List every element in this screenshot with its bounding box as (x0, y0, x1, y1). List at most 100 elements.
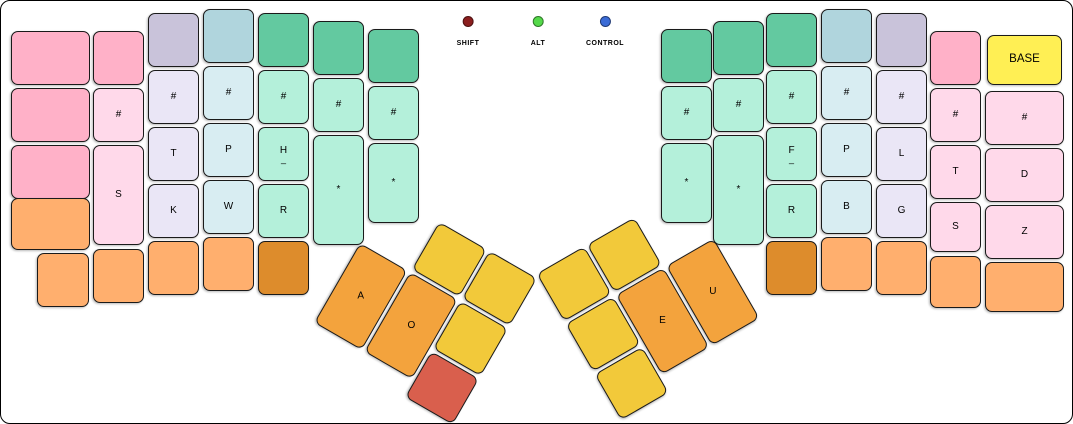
key-label: P (843, 144, 850, 155)
key-p[interactable]: P (203, 123, 254, 177)
key-label: # (335, 99, 342, 110)
key-blank[interactable] (148, 241, 199, 295)
key-label: * (684, 177, 689, 188)
key-label: # (683, 107, 690, 118)
key-label: # (788, 91, 795, 102)
key-w[interactable]: W (203, 180, 254, 234)
key-blank[interactable] (37, 253, 89, 307)
key-label: # (225, 87, 232, 98)
key-blank[interactable] (368, 29, 419, 83)
key-blank[interactable] (821, 9, 872, 63)
key-hash[interactable]: # (313, 78, 364, 132)
key-k[interactable]: K (148, 184, 199, 238)
key-f[interactable]: F_ (766, 127, 817, 181)
key-blank[interactable] (93, 31, 144, 85)
key-blank[interactable] (661, 29, 712, 83)
key-hash[interactable]: # (258, 70, 309, 124)
key-hash[interactable]: # (821, 66, 872, 120)
key-label: O (407, 319, 415, 331)
key-base[interactable]: BASE (987, 35, 1062, 85)
key-label: H_ (279, 144, 288, 164)
key-label: L (898, 148, 905, 159)
indicator-alt: ALT (531, 16, 546, 47)
key-label: T (952, 166, 959, 177)
key-blank[interactable] (148, 13, 199, 67)
key-blank[interactable] (766, 241, 817, 295)
key-blank[interactable] (258, 13, 309, 67)
key-g[interactable]: G (876, 184, 927, 238)
key-label: K (170, 205, 177, 216)
key-hash[interactable]: # (368, 86, 419, 140)
key-blank[interactable] (313, 21, 364, 75)
indicator-control: CONTROL (586, 16, 624, 47)
key-blank[interactable] (11, 31, 90, 85)
key-hash[interactable]: # (985, 91, 1064, 145)
key-blank[interactable] (11, 198, 90, 250)
key-blank[interactable] (258, 241, 309, 295)
shift-indicator-label: SHIFT (456, 40, 480, 47)
key-blank[interactable] (713, 21, 764, 75)
key-hash[interactable]: # (661, 86, 712, 140)
key-blank[interactable] (876, 13, 927, 67)
key-t[interactable]: T (148, 127, 199, 181)
key-label: # (390, 107, 397, 118)
key-label: # (735, 99, 742, 110)
key-label: A (357, 290, 365, 302)
key-blank[interactable] (766, 13, 817, 67)
key-blank[interactable] (203, 237, 254, 291)
key-label: S (115, 189, 122, 200)
key-blank[interactable] (821, 237, 872, 291)
key-t[interactable]: T (930, 145, 981, 199)
alt-indicator-label: ALT (530, 40, 546, 47)
key-label: # (898, 91, 905, 102)
indicator-shift: SHIFT (457, 16, 480, 47)
key-star[interactable]: * (313, 135, 364, 245)
key-s[interactable]: S (93, 145, 144, 245)
key-blank[interactable] (93, 249, 144, 303)
key-blank[interactable] (930, 31, 981, 85)
key-label: R (279, 205, 288, 216)
key-label: U (709, 286, 717, 298)
key-blank[interactable] (876, 241, 927, 295)
key-z[interactable]: Z (985, 205, 1064, 259)
key-blank[interactable] (930, 256, 981, 308)
key-label: B (843, 201, 850, 212)
key-label: BASE (1009, 53, 1040, 66)
key-hash[interactable]: # (876, 70, 927, 124)
key-d[interactable]: D (985, 148, 1064, 202)
key-hash[interactable]: # (93, 88, 144, 142)
control-indicator-dot (599, 16, 611, 27)
key-b[interactable]: B (821, 180, 872, 234)
key-hash[interactable]: # (713, 78, 764, 132)
key-label: Z (1021, 226, 1028, 237)
control-indicator-label: CONTROL (585, 40, 625, 47)
key-blank[interactable] (11, 88, 90, 142)
alt-indicator-dot (532, 16, 544, 27)
key-r[interactable]: R (766, 184, 817, 238)
key-label: S (952, 221, 959, 232)
key-hash[interactable]: # (203, 66, 254, 120)
key-label: F_ (788, 144, 795, 164)
key-blank[interactable] (11, 145, 90, 199)
key-l[interactable]: L (876, 127, 927, 181)
key-r[interactable]: R (258, 184, 309, 238)
key-label: G (897, 205, 906, 216)
key-hash[interactable]: # (766, 70, 817, 124)
key-label: R (787, 205, 796, 216)
key-p[interactable]: P (821, 123, 872, 177)
key-label: # (843, 87, 850, 98)
key-label: * (336, 184, 341, 195)
key-blank[interactable] (203, 9, 254, 63)
key-hash[interactable]: # (148, 70, 199, 124)
key-star[interactable]: * (713, 135, 764, 245)
key-star[interactable]: * (368, 143, 419, 223)
key-h[interactable]: H_ (258, 127, 309, 181)
key-label: P (225, 144, 232, 155)
key-hash[interactable]: # (930, 88, 981, 142)
key-blank[interactable] (985, 262, 1064, 312)
key-s[interactable]: S (930, 202, 981, 252)
key-star[interactable]: * (661, 143, 712, 223)
key-label: T (170, 148, 177, 159)
key-label: # (115, 109, 122, 120)
